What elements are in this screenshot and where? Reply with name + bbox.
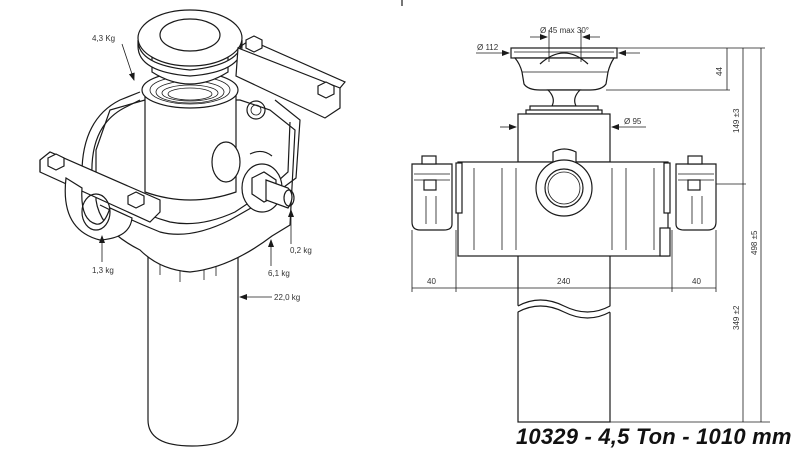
- weight-callouts: 4,3 Kg 1,3 kg 0,2 kg 6,1 kg 22,0 kg: [92, 34, 312, 302]
- weight-label-frame: 6,1 kg: [268, 269, 290, 278]
- front-view: 40 240 40 Ø 112 Ø 45 max 30° Ø 95 44 149…: [411, 26, 770, 423]
- dim-left-width: 40: [427, 277, 436, 286]
- weight-label-fitting: 0,2 kg: [290, 246, 312, 255]
- side-clamp-right: [675, 155, 717, 231]
- weight-label-left-bracket: 1,3 kg: [92, 266, 114, 275]
- side-fitting: [211, 141, 295, 213]
- dim-tube-diameter: Ø 95: [624, 117, 642, 126]
- dim-lower-height: 349 ±2: [732, 305, 741, 330]
- head-cap: [510, 47, 618, 115]
- lower-tube: [517, 249, 611, 423]
- weight-label-top-bracket: 4,3 Kg: [92, 34, 115, 43]
- dim-top-height: 149 ±3: [732, 108, 741, 133]
- side-clamp-left: [411, 155, 453, 231]
- dim-right-width: 40: [692, 277, 701, 286]
- isometric-view: 4,3 Kg 1,3 kg 0,2 kg 6,1 kg 22,0 kg: [39, 9, 346, 447]
- top-cap: [137, 9, 243, 85]
- dim-head-diameter: Ø 112: [477, 43, 499, 52]
- weight-label-cylinder: 22,0 kg: [274, 293, 300, 302]
- drawing-title: 10329 - 4,5 Ton - 1010 mm: [516, 424, 792, 449]
- cylinder-tube: [147, 249, 239, 447]
- horizontal-dimensions: 40 240 40 Ø 112 Ø 45 max 30° Ø 95: [412, 26, 716, 289]
- clamp-plate-right: [235, 35, 346, 120]
- clamp-plate-left: [39, 151, 161, 241]
- dim-head-height: 44: [715, 67, 724, 76]
- dim-ball-diameter: Ø 45 max 30°: [540, 26, 589, 35]
- center-body: [455, 148, 671, 257]
- vertical-dimensions: 44 149 ±3 349 ±2 498 ±5: [715, 48, 762, 422]
- dim-total-height: 498 ±5: [750, 230, 759, 255]
- dim-center-width: 240: [557, 277, 571, 286]
